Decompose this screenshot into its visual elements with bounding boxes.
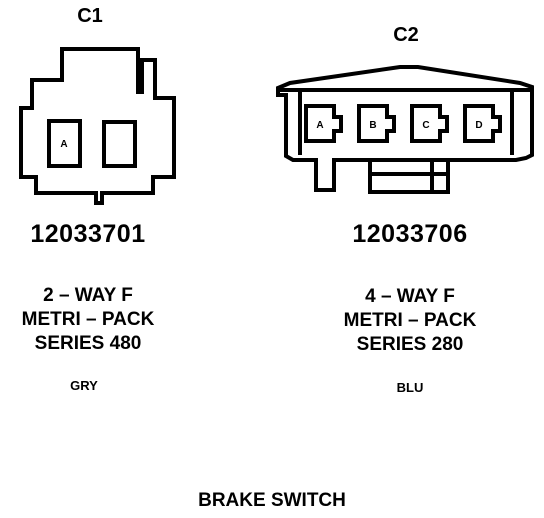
c2-pin-label-d: D	[475, 120, 482, 131]
c1-cavity-b	[102, 120, 137, 168]
c2-pin-label-c: C	[422, 120, 429, 131]
c2-cavity-b	[357, 104, 396, 143]
c1-desc-line-3: SERIES 480	[34, 333, 142, 354]
c1-pin-label-a: A	[60, 139, 67, 150]
c2-cavity-a	[304, 104, 343, 143]
c2-description: 4 – WAY F METRI – PACK SERIES 280	[318, 285, 502, 357]
diagram-title: BRAKE SWITCH	[198, 490, 346, 511]
c2-pin-label-b: B	[369, 120, 376, 131]
c1-cavity-a	[47, 119, 82, 168]
c1-connector-body	[19, 47, 176, 205]
c2-part-number: 12033706	[352, 220, 468, 248]
c2-wire-color: BLU	[396, 380, 424, 395]
c2-cavity-d	[463, 104, 502, 143]
c1-connector-name: C1	[77, 5, 103, 27]
c2-connector-body	[276, 65, 534, 92]
c2-desc-line-2: METRI – PACK	[343, 310, 477, 331]
c2-connector-name: C2	[393, 24, 419, 46]
c2-desc-line-1: 4 – WAY F	[365, 286, 455, 307]
c2-cavity-c	[410, 104, 449, 143]
c1-desc-line-1: 2 – WAY F	[43, 285, 133, 306]
c1-description: 2 – WAY F METRI – PACK SERIES 480	[0, 284, 176, 356]
c1-part-number: 12033701	[30, 220, 146, 248]
c2-desc-line-3: SERIES 280	[356, 334, 464, 355]
c2-pin-label-a: A	[316, 120, 323, 131]
c1-wire-color: GRY	[70, 378, 98, 393]
c1-desc-line-2: METRI – PACK	[21, 309, 155, 330]
